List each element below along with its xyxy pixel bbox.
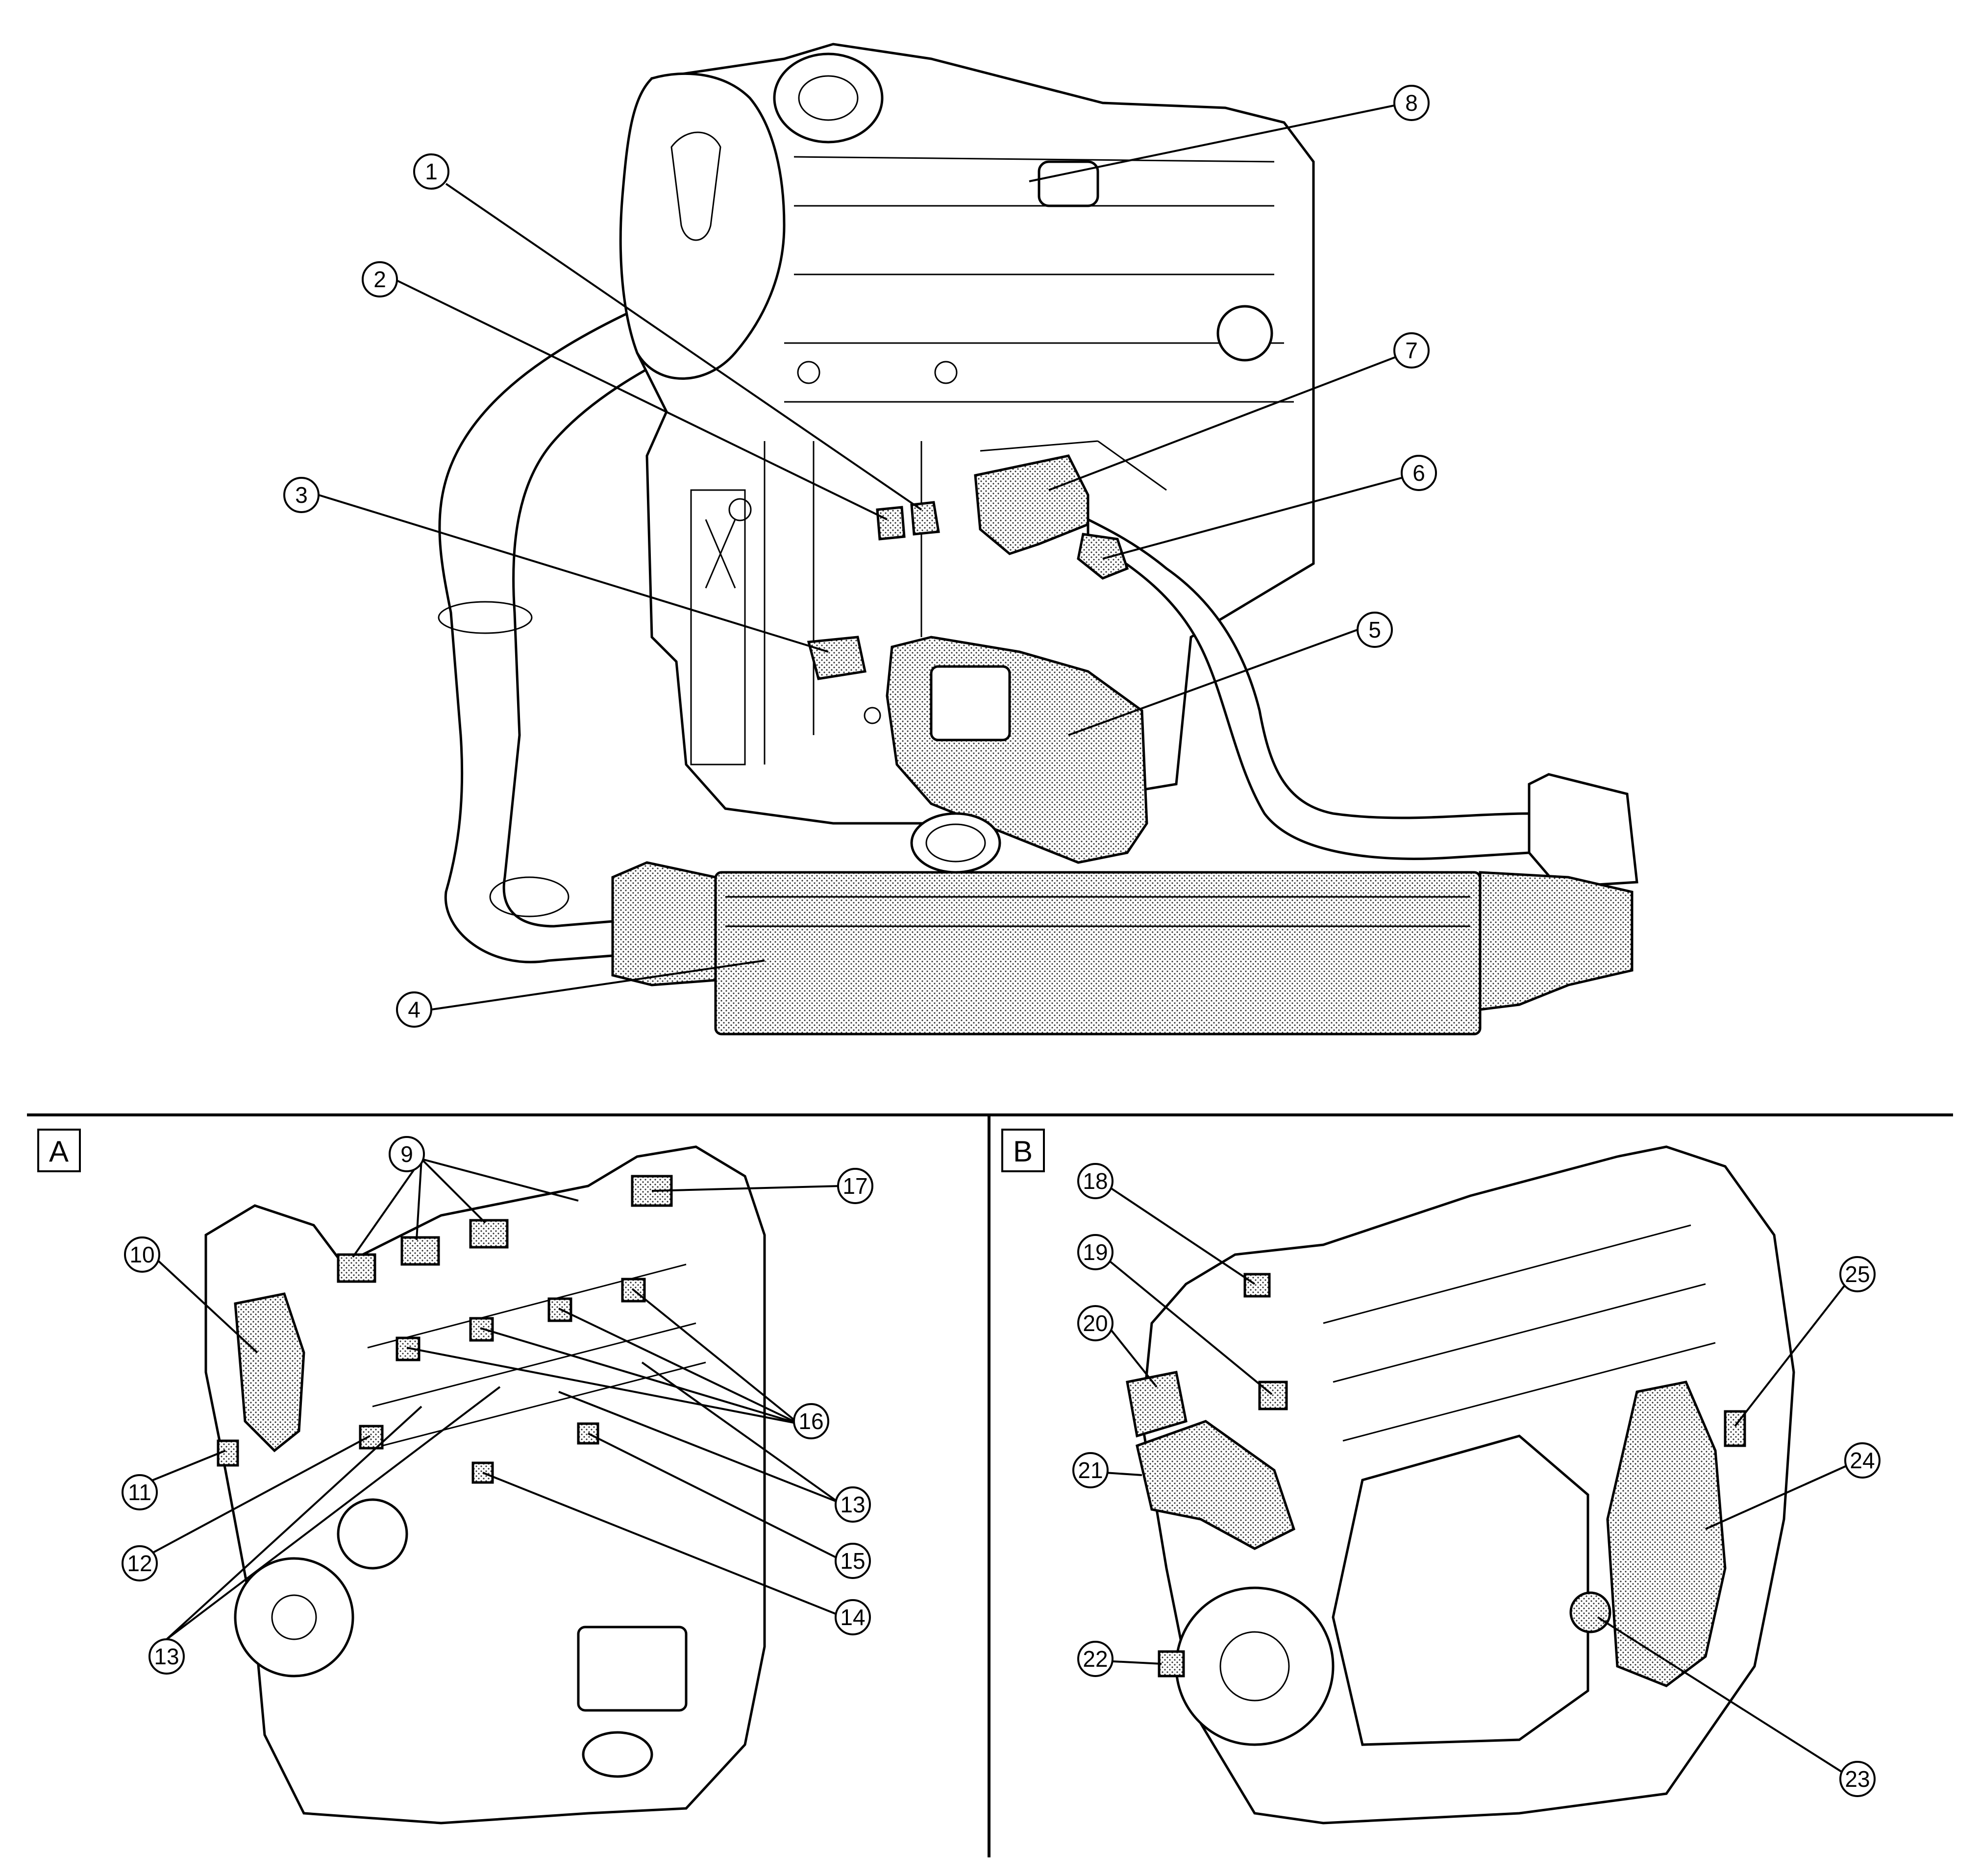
- callout-10: 10: [129, 1242, 154, 1267]
- charge-air-pipe: [1087, 517, 1531, 860]
- callout-23: 23: [1845, 1766, 1870, 1792]
- view-b-label: B: [1013, 1135, 1033, 1168]
- component-12-sensor: [359, 1425, 384, 1450]
- cylinder-head-b: [1323, 1224, 1716, 1442]
- throttle-body-a: [577, 1626, 688, 1712]
- component-10-cover: [234, 1292, 305, 1453]
- component-24-oil-filter-housing: [1606, 1381, 1727, 1687]
- pipe-clamp: [438, 601, 533, 634]
- callout-12: 12: [127, 1551, 152, 1576]
- view-b-label-box: [1001, 1129, 1045, 1172]
- callout-11: 11: [128, 1480, 151, 1505]
- callout-20: 20: [1083, 1310, 1108, 1336]
- main-engine-view: 1 2 3 4 5 6 7 8: [283, 43, 1638, 1036]
- component-9-coil: [337, 1253, 376, 1283]
- callout-14: 14: [840, 1604, 865, 1630]
- callout-group-main: 1 2 3 4 5 6 7 8: [283, 85, 1437, 1028]
- component-9-coil: [400, 1236, 440, 1266]
- callout-group-a: 9 10 11 12 13 14 15 16 17 13: [122, 1136, 873, 1675]
- component-22-sensor: [1158, 1650, 1185, 1678]
- component-2-sensor: [876, 506, 906, 541]
- callout-2: 2: [373, 267, 386, 292]
- bolt: [797, 361, 820, 384]
- component-20-bracket: [1126, 1371, 1188, 1438]
- component-6-sensor: [1077, 533, 1129, 580]
- callout-1: 1: [425, 159, 438, 184]
- view-a-label: A: [49, 1135, 69, 1168]
- component-21-housing: [1136, 1420, 1296, 1550]
- callout-18: 18: [1083, 1168, 1108, 1194]
- crankshaft-pulley: [234, 1557, 354, 1678]
- component-1-sensor: [910, 501, 940, 536]
- bolt: [934, 361, 958, 384]
- heat-shield-slot: [670, 131, 721, 241]
- exhaust-heat-shield: [619, 72, 786, 380]
- callout-4: 4: [408, 997, 421, 1022]
- crankshaft-pulley-hub: [271, 1594, 317, 1640]
- callout-8: 8: [1405, 90, 1418, 116]
- view-a-label-box: [37, 1129, 81, 1172]
- component-4-intercooler: [611, 861, 717, 987]
- intercooler-core-lines: [725, 896, 1470, 927]
- turbocharger: [773, 52, 884, 144]
- component-7-turbo-actuator: [974, 454, 1089, 555]
- flywheel: [1175, 1586, 1335, 1746]
- component-16-injector: [547, 1297, 572, 1322]
- component-16-injector: [469, 1317, 494, 1342]
- throttle-body-port-inner: [925, 823, 986, 863]
- callout-15: 15: [840, 1548, 865, 1574]
- callout-13-left: 13: [154, 1644, 179, 1669]
- exhaust-manifold-shield: [1332, 1434, 1589, 1746]
- callout-22: 22: [1083, 1646, 1108, 1672]
- flywheel-hub: [1219, 1631, 1290, 1702]
- engine-front-bracket: [690, 489, 746, 765]
- callout-21: 21: [1078, 1457, 1103, 1483]
- accessory-pulley: [337, 1498, 408, 1570]
- component-9-coil: [469, 1219, 509, 1249]
- callout-16: 16: [798, 1408, 823, 1434]
- throttle-body: [930, 665, 1011, 741]
- callout-19: 19: [1083, 1239, 1108, 1265]
- callout-7: 7: [1405, 338, 1418, 363]
- valve-cover: [784, 156, 1294, 403]
- callout-6: 6: [1412, 460, 1425, 486]
- callout-13-right: 13: [840, 1492, 865, 1517]
- callout-17: 17: [842, 1173, 867, 1199]
- callout-9: 9: [400, 1141, 413, 1167]
- view-b: B 18 19 20 21: [1001, 1129, 1881, 1825]
- component-18-sensor: [1243, 1273, 1271, 1298]
- turbocharger-inlet: [798, 75, 859, 121]
- pipe-clamp: [489, 876, 569, 917]
- callout-5: 5: [1368, 617, 1381, 642]
- intercooler-tank-right: [1479, 871, 1634, 1011]
- throttle-body-port: [910, 812, 1001, 874]
- component-19-sensor: [1258, 1381, 1288, 1410]
- throttle-port-a: [582, 1731, 653, 1778]
- engine-detail-lines: [764, 440, 1167, 765]
- callout-24: 24: [1850, 1448, 1875, 1473]
- bolt: [728, 498, 752, 521]
- callout-25: 25: [1845, 1261, 1870, 1287]
- component-3-sensor: [807, 636, 866, 680]
- intake-air-pipe: [438, 307, 699, 963]
- bolt: [864, 707, 881, 724]
- intercooler-end-duct: [1528, 773, 1638, 889]
- component-23-sensor: [1569, 1591, 1611, 1633]
- view-a: A: [37, 1129, 873, 1825]
- coolant-outlet: [1216, 305, 1273, 362]
- callout-3: 3: [295, 482, 308, 508]
- oil-filler-cap: [1038, 160, 1099, 207]
- callout-group-b: 18 19 20 21 22 23 24 25: [1072, 1163, 1881, 1797]
